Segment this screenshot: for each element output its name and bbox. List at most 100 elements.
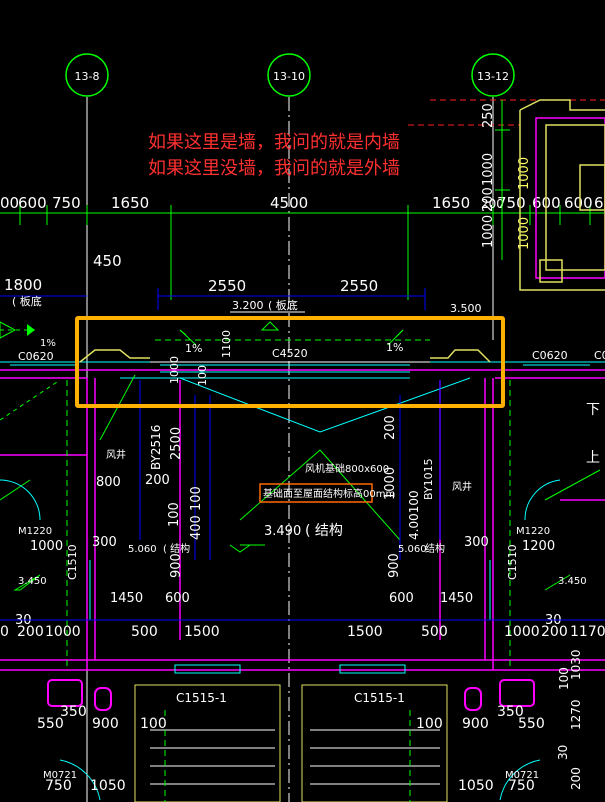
m1220r: M1220 (516, 526, 550, 537)
slab-labels: ( 板底 3.200 ( 板底 3.500 (12, 294, 482, 315)
d800: 800 (96, 475, 121, 490)
dim-top-9: 600 (564, 194, 593, 212)
h400-100: 400 100 (189, 486, 204, 540)
d600r: 600 (389, 591, 414, 606)
d900l: 900 (169, 553, 184, 578)
d300r: 300 (464, 535, 489, 550)
h1000b: 1000 (383, 467, 398, 500)
row-bottom-1: 200 (17, 624, 44, 640)
band-labels: C0620 1% 1% C4520 1% C0620 C06 1100 1000… (18, 330, 605, 386)
annotation-note: 如果这里是墙，我问的就是内墙 如果这里没墙，我问的就是外墙 (148, 130, 400, 182)
row-bottom-7: 1000 (504, 624, 540, 640)
c4520: C4520 (272, 347, 308, 360)
dim-right-1: 1000 (481, 153, 496, 186)
fengjing-left: 风井 (106, 448, 126, 461)
right-vertical-dim (495, 100, 510, 260)
d200: 200 (145, 473, 170, 488)
axis-circle-13-10 (267, 53, 311, 97)
c0620-right: C0620 (532, 349, 568, 362)
jiegou-mid: ( 结构 (305, 523, 343, 539)
dim-2550-a: 2550 (208, 277, 246, 295)
row-bottom-5: 1500 (347, 624, 383, 640)
bottom-row-dims: 0 200 1000 500 1500 1500 500 1000 200 11… (0, 624, 605, 640)
highlight-box (75, 316, 505, 408)
orange-label-box (259, 483, 373, 503)
row-bottom-9: 1170 (570, 624, 605, 640)
elev5060l: 5.060 (128, 544, 157, 555)
dim-1800: 1800 (4, 276, 42, 294)
dim-top-5: 1650 (432, 194, 470, 212)
elev3450l: 3.450 (18, 576, 47, 587)
shang-label: 上 (586, 450, 600, 466)
dim-450: 450 (93, 252, 122, 270)
room-labels: 下 上 BY2516 2500 风井 200 风机基础800x600 BY101… (96, 402, 600, 540)
c1510l: C1510 (66, 544, 79, 580)
dim-top-10: 60 (594, 194, 605, 212)
elev3490: 3.490 (264, 524, 301, 539)
d200b: 200 (569, 767, 583, 790)
fengji: 风机基础800x600 (305, 462, 389, 475)
row-bottom-4: 1500 (184, 624, 220, 640)
lower-labels: M1220 1000 300 5.060 ( 结构 3.490 ( 结构 5.0… (15, 523, 587, 628)
dim-top-2: 750 (52, 194, 81, 212)
m0721l: M0721 (43, 770, 77, 781)
pct-left: 1% (40, 338, 56, 349)
top-dimension-line (0, 205, 605, 300)
d1000l: 1000 (30, 539, 63, 554)
door-arcs (0, 479, 561, 801)
xia-label: 下 (586, 402, 600, 418)
fengjing-right: 风井 (452, 480, 472, 493)
d1030: 1030 (569, 649, 583, 680)
d1050l: 1050 (90, 778, 126, 794)
h1100: 1100 (220, 330, 233, 358)
jiegou-l: ( 结构 (163, 542, 190, 555)
elev-3200: 3.200 (232, 299, 264, 312)
by1015: BY1015 (422, 458, 435, 500)
dim-right-2: 200 (481, 187, 496, 212)
h2500: 2500 (169, 427, 184, 460)
elev5060r: 5.060 (398, 544, 427, 555)
d550l: 550 (37, 716, 64, 732)
h200-right: 200 (383, 415, 398, 440)
orange-label: 基础面至屋面结构标高00mm (263, 487, 395, 500)
d30b: 30 (556, 745, 570, 760)
axis-label-13-12: 13-12 (477, 70, 509, 83)
d600l: 600 (165, 591, 190, 606)
m0721r: M0721 (505, 770, 539, 781)
sinks (47, 679, 535, 711)
dim-top-1: 600 (18, 194, 47, 212)
d900ll: 900 (92, 716, 119, 732)
d1050r: 1050 (458, 778, 494, 794)
c1515a: C1515-1 (176, 691, 227, 705)
h100b: 100 (167, 502, 182, 527)
dim-top-7: 750 (497, 194, 526, 212)
d900rr: 900 (462, 716, 489, 732)
d900r: 900 (387, 553, 402, 578)
pct-mid-left: 1% (185, 342, 202, 355)
pct-mid-right: 1% (386, 341, 403, 354)
h1000: 1000 (168, 356, 181, 384)
d550r: 550 (518, 716, 545, 732)
d300l: 300 (92, 535, 117, 550)
axis-circle-13-8 (65, 53, 109, 97)
red-ref-lines (408, 99, 605, 126)
bansha-mid: ( 板底 (268, 298, 298, 312)
d750l: 750 (45, 778, 72, 794)
row-bottom-2: 1000 (45, 624, 81, 640)
dim-top-6: 200 (481, 197, 504, 211)
dim-top-4: 4500 (270, 194, 308, 212)
dim-top-3: 1650 (111, 194, 149, 212)
axis-circle-13-12 (471, 53, 515, 97)
walls (0, 369, 605, 671)
h400-100r: 4.00100 (407, 490, 421, 540)
c06-far: C06 (594, 349, 605, 362)
d350l: 350 (60, 704, 87, 720)
jiegou-r: 结构 (425, 542, 445, 555)
row-bottom-0: 0 (0, 624, 9, 640)
dim-right-0: 250 (481, 103, 496, 128)
d350r: 350 (497, 704, 524, 720)
parapet (79, 349, 491, 363)
axis-label-13-10: 13-10 (273, 70, 305, 83)
mid-dims: 450 1800 2550 2550 (4, 252, 378, 295)
